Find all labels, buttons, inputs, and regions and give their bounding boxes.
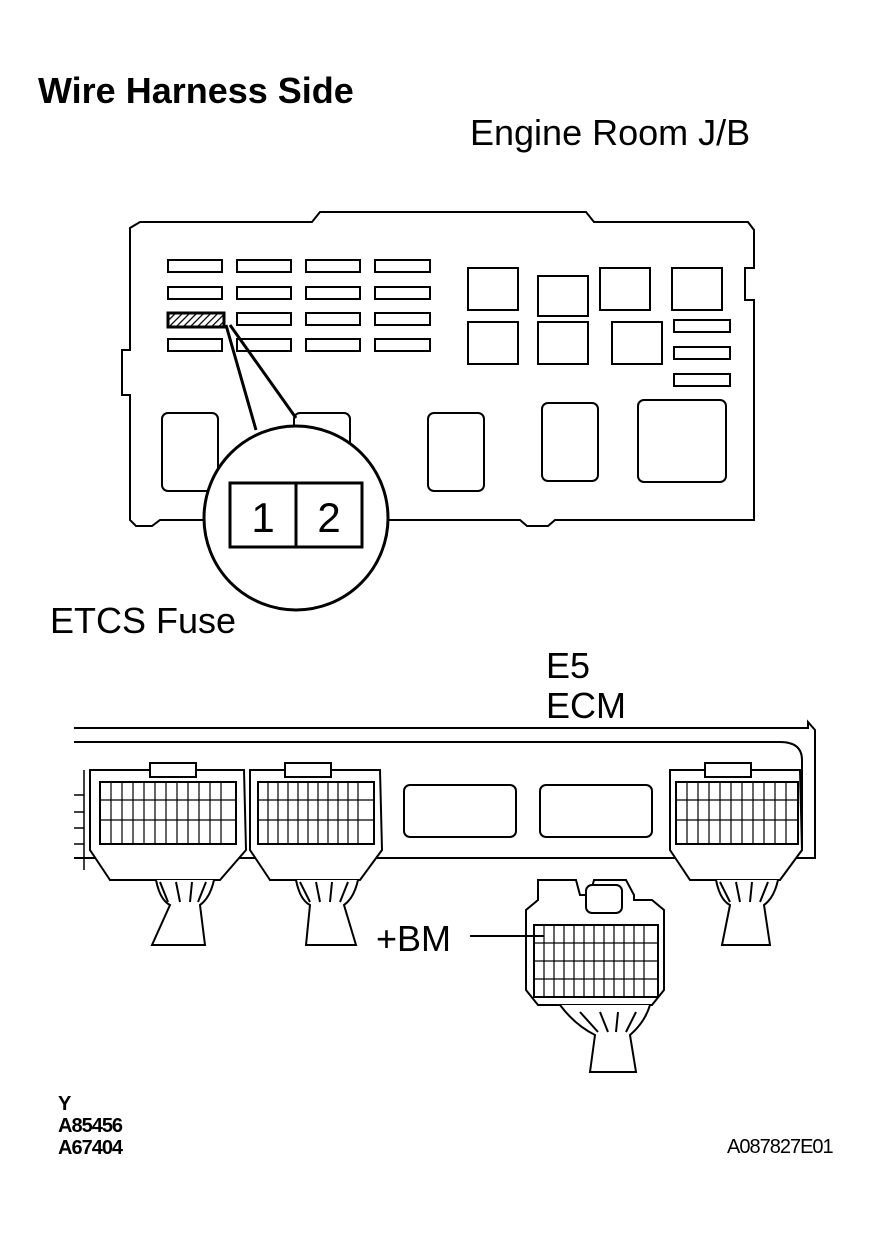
fuse-pin: 1	[251, 494, 274, 541]
figure-ref: Y	[58, 1093, 71, 1115]
callout-leader	[224, 324, 298, 431]
junction-block-label: Engine Room J/B	[470, 112, 751, 153]
fuse-slots	[167, 259, 431, 352]
connector-label: E5 ECM	[546, 646, 626, 726]
connector-name: ECM	[546, 685, 626, 726]
ecm-connector	[89, 762, 248, 946]
ecm-connector	[669, 762, 804, 946]
figure-ref: A85456	[58, 1115, 123, 1137]
etcs-fuse-slot	[166, 311, 226, 329]
ecm-connector	[249, 762, 384, 946]
figure-id: A087827E01	[727, 1136, 834, 1158]
fuse-pin: 2	[317, 494, 340, 541]
figure-ref: A67404	[58, 1137, 123, 1159]
terminal-label: +BM	[376, 918, 452, 959]
e5-connector	[525, 879, 665, 1073]
fuse-label: ETCS Fuse	[50, 600, 237, 641]
relay-blocks	[467, 267, 731, 387]
connector-code: E5	[546, 645, 591, 686]
figure-refs: Y A85456 A67404	[58, 1093, 123, 1159]
fuse-callout: 1 2	[202, 424, 390, 612]
diagram-title: Wire Harness Side	[38, 70, 354, 111]
